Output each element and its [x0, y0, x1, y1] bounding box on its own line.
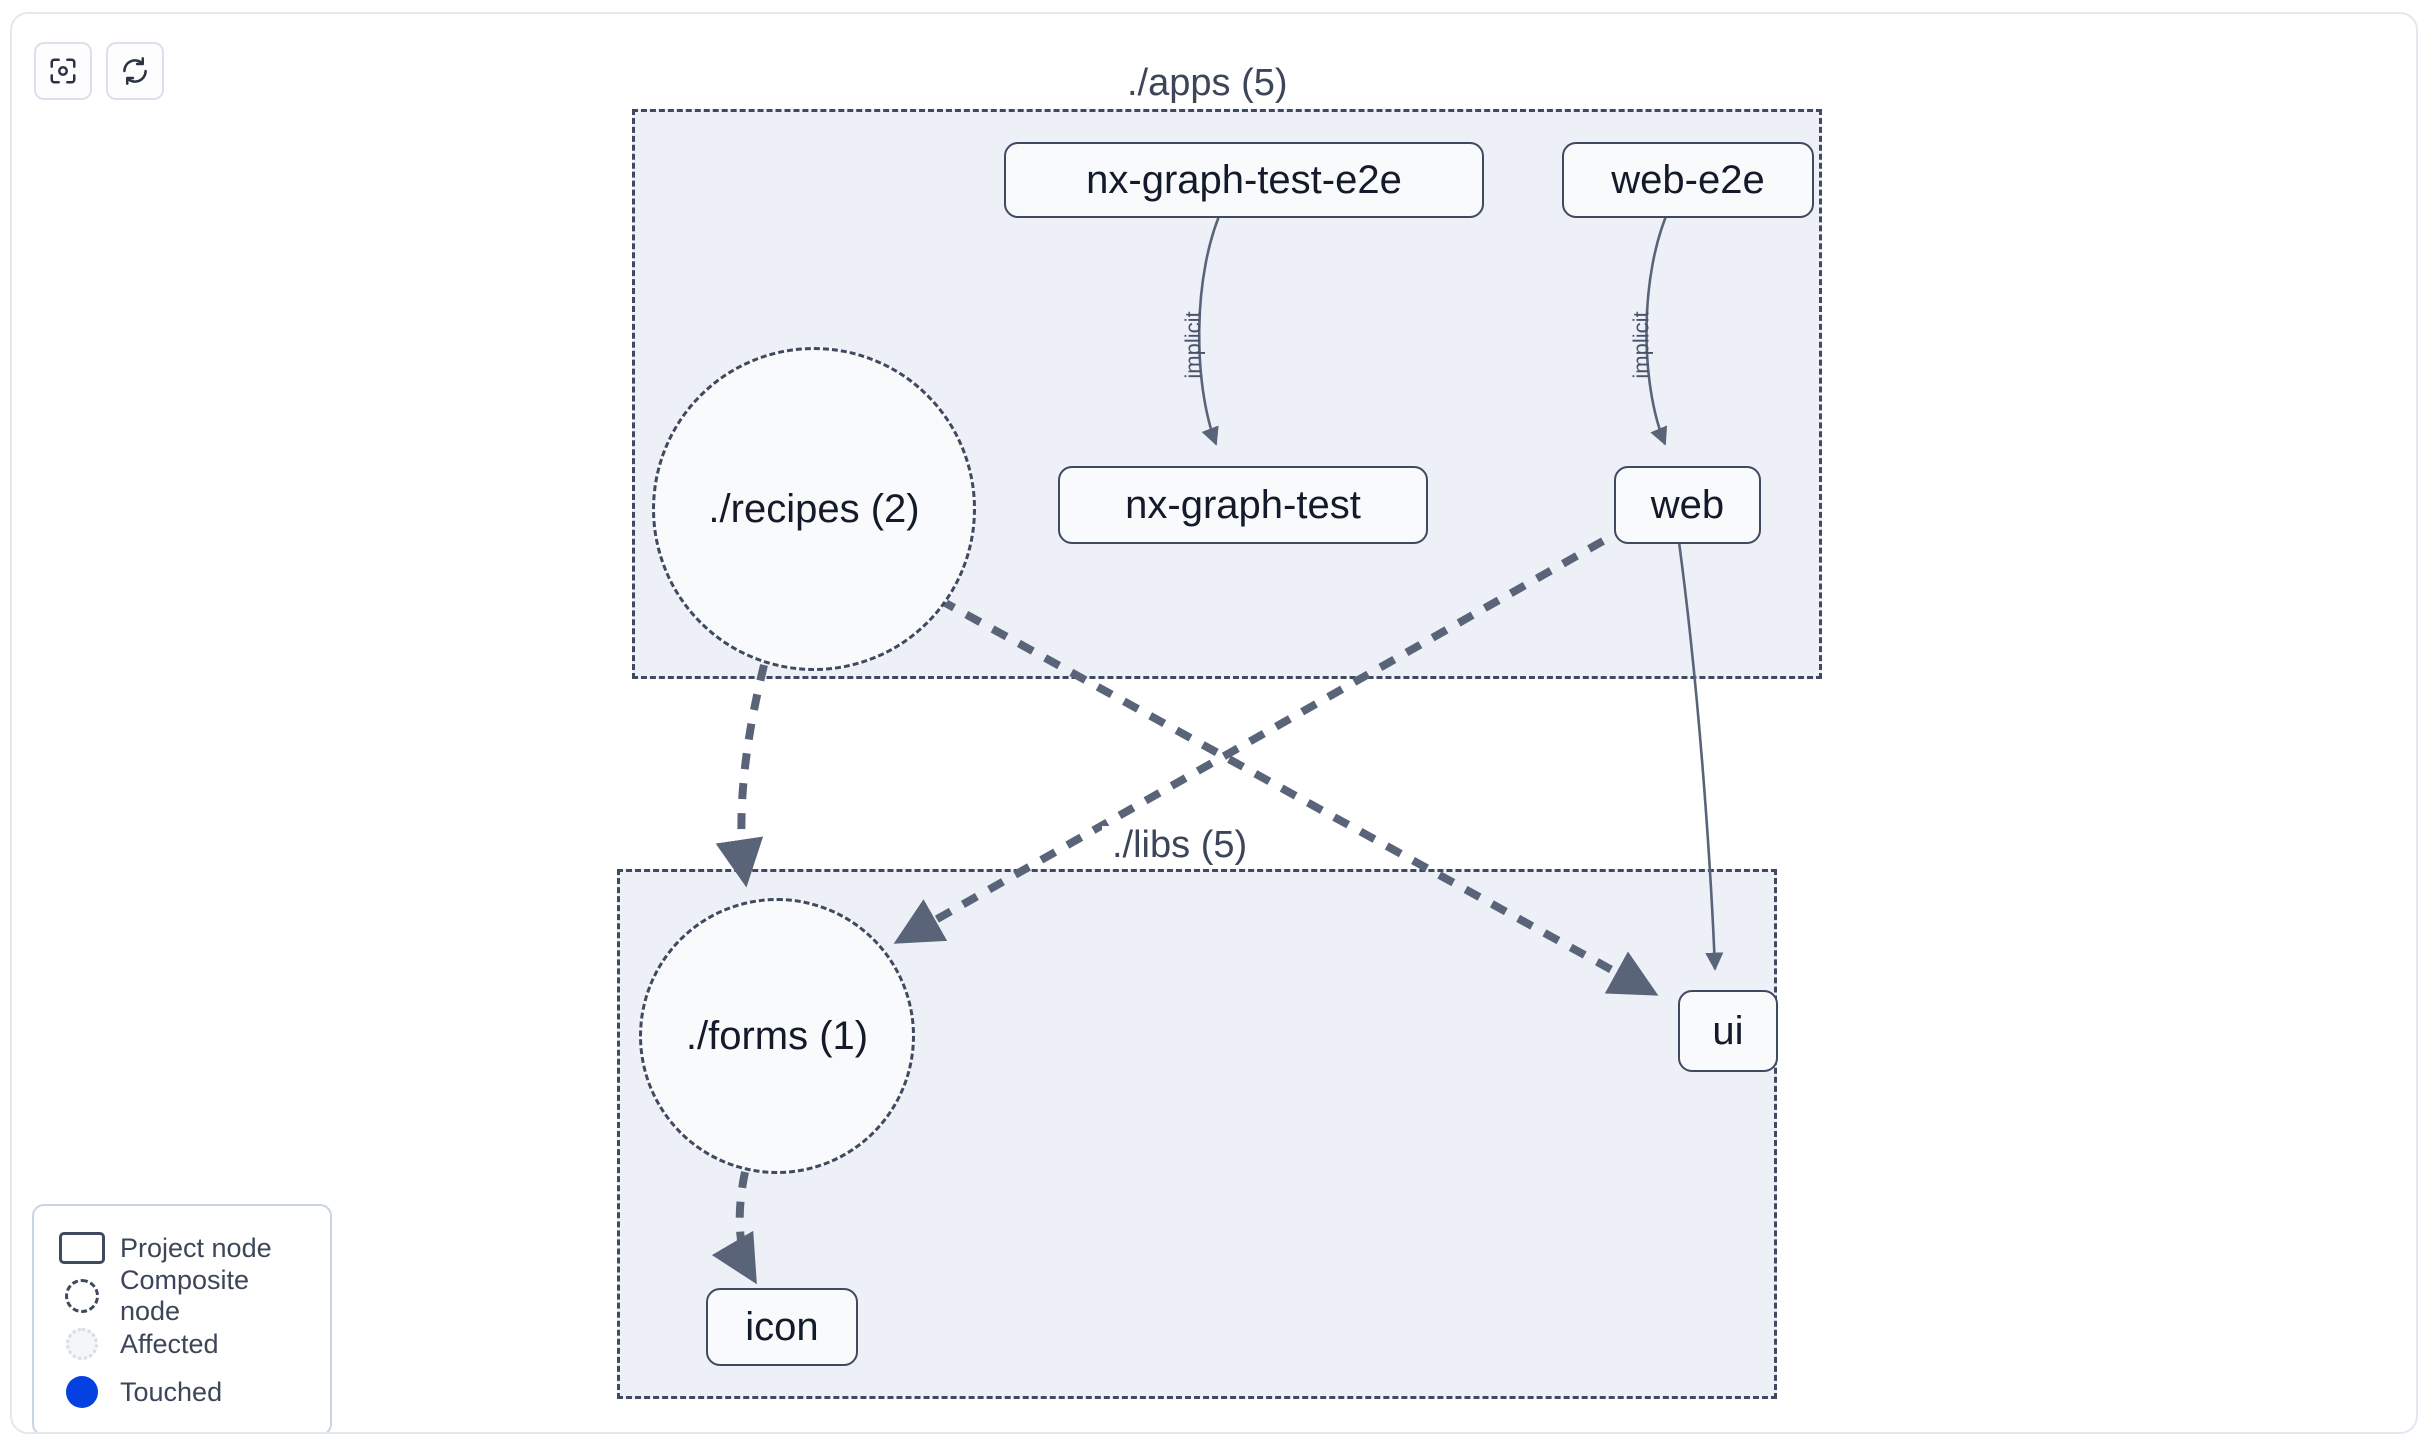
project-node-ui-label: ui [1712, 1008, 1744, 1053]
edge-label-text: implicit [1628, 311, 1654, 379]
refresh-graph-button[interactable] [106, 42, 164, 100]
focus-target-icon [48, 56, 78, 86]
composite-node-forms[interactable]: ./forms (1) [639, 898, 915, 1174]
project-node-nx-graph-test-label: nx-graph-test [1125, 482, 1361, 527]
legend-item-composite-node: Composite node [54, 1265, 310, 1326]
legend-item-touched: Touched [54, 1368, 310, 1416]
graph-canvas[interactable]: ./apps (5) ./libs (5) ./recipes (2) ./fo… [12, 14, 2416, 1432]
graph-toolbar [34, 42, 164, 100]
project-node-nx-graph-test[interactable]: nx-graph-test [1058, 466, 1428, 544]
edge-recipes-to-forms [715, 664, 768, 888]
graph-panel: ./apps (5) ./libs (5) ./recipes (2) ./fo… [10, 12, 2418, 1434]
edge-label-implicit-nx-graph-test: implicit [1181, 311, 1207, 378]
project-node-ui[interactable]: ui [1678, 990, 1778, 1072]
edge-label-implicit-web: implicit [1629, 311, 1655, 378]
project-node-nx-graph-test-e2e[interactable]: nx-graph-test-e2e [1004, 142, 1484, 218]
project-node-swatch-icon [54, 1232, 110, 1264]
refresh-icon [120, 56, 150, 86]
focus-graph-button[interactable] [34, 42, 92, 100]
legend-label-project-node: Project node [120, 1232, 272, 1263]
composite-node-recipes-label: ./recipes (2) [708, 486, 920, 531]
edge-label-text: implicit [1180, 311, 1206, 379]
group-label-apps: ./apps (5) [1117, 63, 1298, 104]
legend-item-affected: Affected [54, 1320, 310, 1368]
project-node-web-e2e-label: web-e2e [1611, 157, 1765, 202]
project-node-icon-label: icon [745, 1304, 819, 1349]
legend-label-affected: Affected [120, 1328, 219, 1359]
group-label-libs: ./libs (5) [1102, 825, 1258, 866]
project-node-web[interactable]: web [1614, 466, 1761, 544]
project-node-icon[interactable]: icon [706, 1288, 858, 1366]
composite-node-swatch-icon [54, 1279, 110, 1313]
project-node-web-label: web [1650, 482, 1725, 527]
project-node-nx-graph-test-e2e-label: nx-graph-test-e2e [1086, 157, 1402, 202]
legend-label-touched: Touched [120, 1376, 223, 1407]
project-node-web-e2e[interactable]: web-e2e [1562, 142, 1814, 218]
composite-node-recipes[interactable]: ./recipes (2) [652, 347, 976, 671]
graph-legend: Project node Composite node Affected Tou… [32, 1204, 332, 1432]
legend-item-project-node: Project node [54, 1224, 310, 1272]
affected-swatch-icon [54, 1328, 110, 1360]
touched-swatch-icon [54, 1376, 110, 1408]
composite-node-forms-label: ./forms (1) [685, 1013, 869, 1058]
legend-label-composite-node: Composite node [120, 1265, 250, 1326]
